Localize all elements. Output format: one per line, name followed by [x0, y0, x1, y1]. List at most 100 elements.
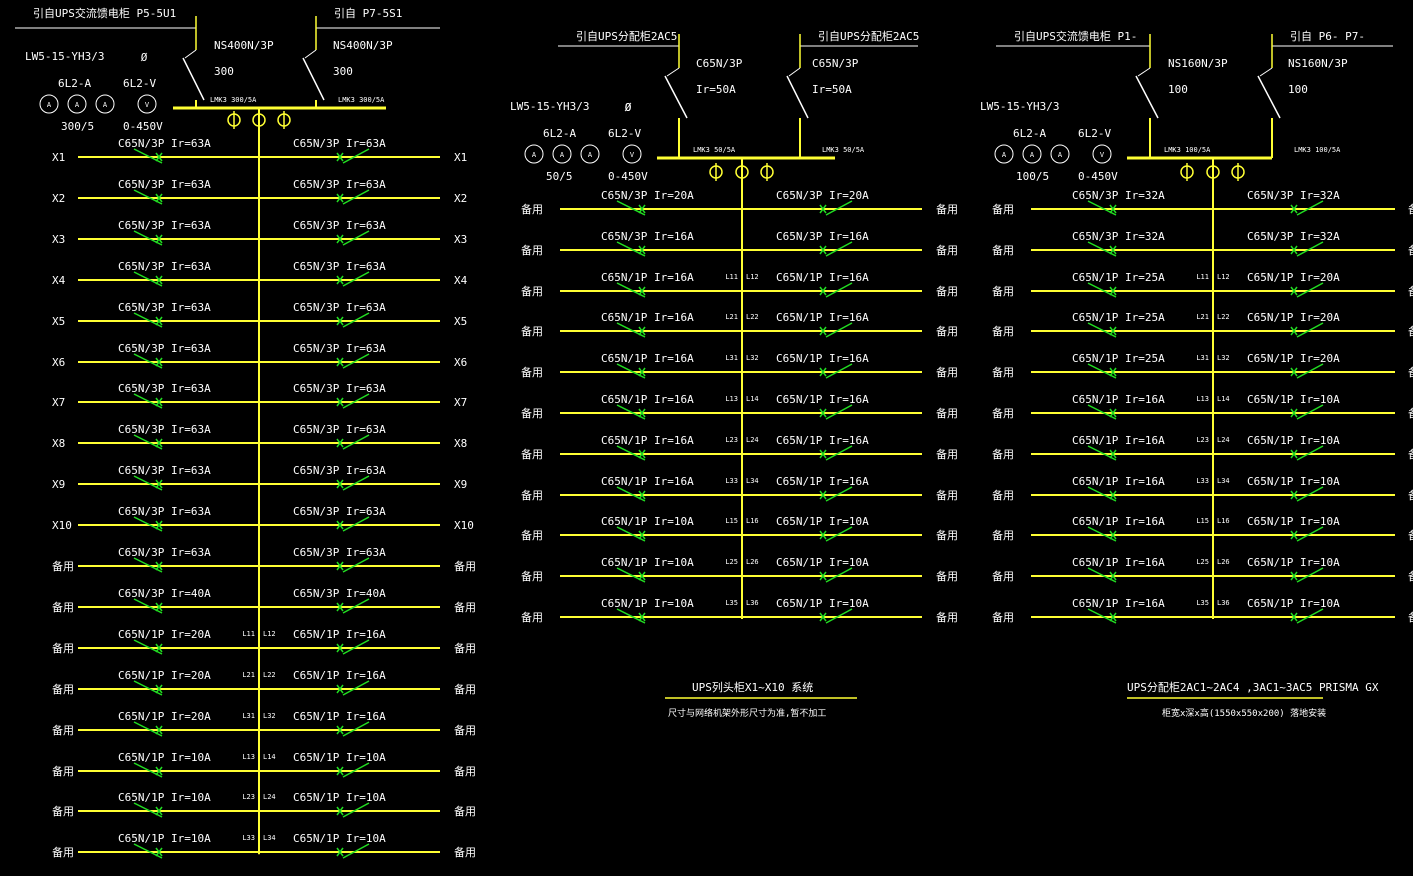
phase-label-left: L15 [725, 517, 738, 525]
circuit-tag-right: 备用 [936, 324, 958, 338]
breaker-icon-left [616, 282, 646, 298]
phase-label-right: L14 [1217, 395, 1230, 403]
breaker-icon-left [616, 200, 646, 216]
circuit-tag-right: 备用 [454, 600, 476, 614]
circuit-tag-left: 备用 [992, 610, 1014, 624]
breaker-x-left [638, 408, 646, 418]
breaker-icon-right [342, 639, 370, 655]
selector-switch-label: LW5-15-YH3/3 [980, 100, 1059, 113]
circuit-tag-left: 备用 [992, 488, 1014, 502]
phase-label-right: L32 [263, 712, 276, 720]
breaker-spec-right: C65N/1P Ir=16A [293, 628, 386, 641]
breaker-icon-left [133, 353, 163, 369]
switch-tick [304, 49, 317, 59]
breaker-spec-left: C65N/1P Ir=16A [601, 271, 694, 284]
phase-label-right: L22 [263, 671, 276, 679]
breaker-spec-right: C65N/1P Ir=10A [776, 597, 869, 610]
breaker-spec-left: C65N/1P Ir=16A [601, 311, 694, 324]
circuit-tag-left: 备用 [52, 845, 74, 859]
breaker-x-right [819, 326, 827, 336]
phase-label-left: L21 [242, 671, 255, 679]
circuit-tag-right: X1 [454, 151, 467, 164]
incoming-breaker-model: C65N/3P [812, 57, 859, 70]
phase-label-left: L31 [1196, 354, 1209, 362]
breaker-spec-right: C65N/3P Ir=63A [293, 301, 386, 314]
circuit-tag-left: 备用 [992, 406, 1014, 420]
breaker-icon-left [1087, 567, 1117, 583]
phase-label-left: L15 [1196, 517, 1209, 525]
phase-label-right: L14 [263, 753, 276, 761]
circuit-tag-right: 备用 [454, 723, 476, 737]
phase-selector-icon: Ø [625, 101, 632, 114]
incoming-breaker-rating: 300 [333, 65, 353, 78]
incoming-breaker-model: NS160N/3P [1288, 57, 1348, 70]
circuit-tag-right: 备用 [454, 641, 476, 655]
breaker-spec-left: C65N/1P Ir=16A [601, 475, 694, 488]
breaker-x-right [819, 245, 827, 255]
breaker-spec-left: C65N/1P Ir=16A [1072, 515, 1165, 528]
breaker-x-right [336, 684, 344, 694]
breaker-x-right [336, 438, 344, 448]
breaker-x-left [1109, 530, 1117, 540]
breaker-icon-right [1296, 241, 1324, 257]
breaker-icon-left [616, 608, 646, 624]
circuit-tag-right: 备用 [1408, 488, 1413, 502]
breaker-x-left [638, 204, 646, 214]
breaker-icon-left [133, 639, 163, 655]
switch-tick [666, 67, 680, 77]
breaker-icon-right [1296, 404, 1324, 420]
breaker-spec-left: C65N/3P Ir=63A [118, 178, 211, 191]
breaker-x-left [1109, 612, 1117, 622]
selector-switch-label: LW5-15-YH3/3 [510, 100, 589, 113]
circuit-tag-right: 备用 [454, 682, 476, 696]
breaker-spec-right: C65N/3P Ir=63A [293, 505, 386, 518]
circuit-tag-right: 备用 [454, 845, 476, 859]
current-transformer-icon [252, 111, 266, 129]
breaker-x-left [155, 479, 163, 489]
panel-caption-note: 柜宽x深x高(1550x550x200) 落地安装 [1162, 707, 1326, 719]
voltmeter-label: 6L2-V [1078, 127, 1111, 140]
breaker-icon-right [1296, 322, 1324, 338]
breaker-x-left [155, 357, 163, 367]
breaker-x-right [1290, 286, 1298, 296]
ammeter-icon [524, 144, 544, 164]
breaker-x-right [336, 561, 344, 571]
breaker-spec-left: C65N/1P Ir=16A [1072, 475, 1165, 488]
breaker-icon-right [1296, 363, 1324, 379]
breaker-icon-right [825, 486, 853, 502]
breaker-icon-right [342, 516, 370, 532]
panel-caption-title: UPS分配柜2AC1~2AC4 ,3AC1~3AC5 PRISMA GX [1127, 681, 1379, 694]
breaker-icon-left [616, 445, 646, 461]
phase-label-left: L23 [242, 793, 255, 801]
breaker-spec-right: C65N/1P Ir=10A [776, 515, 869, 528]
breaker-icon-left [616, 404, 646, 420]
breaker-x-left [155, 806, 163, 816]
breaker-spec-right: C65N/3P Ir=16A [776, 230, 869, 243]
circuit-tag-right: 备用 [1408, 365, 1413, 379]
breaker-x-left [638, 571, 646, 581]
breaker-x-right [819, 530, 827, 540]
circuit-tag-left: X1 [52, 151, 65, 164]
circuit-tag-left: 备用 [521, 610, 543, 624]
voltage-range-label: 0-450V [123, 120, 163, 133]
breaker-x-right [336, 479, 344, 489]
circuit-tag-right: 备用 [936, 447, 958, 461]
breaker-icon-right [1296, 486, 1324, 502]
breaker-icon-right [825, 567, 853, 583]
breaker-spec-right: C65N/1P Ir=10A [1247, 475, 1340, 488]
circuit-tag-right: X4 [454, 274, 468, 287]
circuit-tag-left: 备用 [521, 365, 543, 379]
circuit-tag-left: X10 [52, 519, 72, 532]
voltage-range-label: 0-450V [1078, 170, 1118, 183]
switch-blade [664, 75, 688, 119]
circuit-tag-left: X9 [52, 478, 65, 491]
